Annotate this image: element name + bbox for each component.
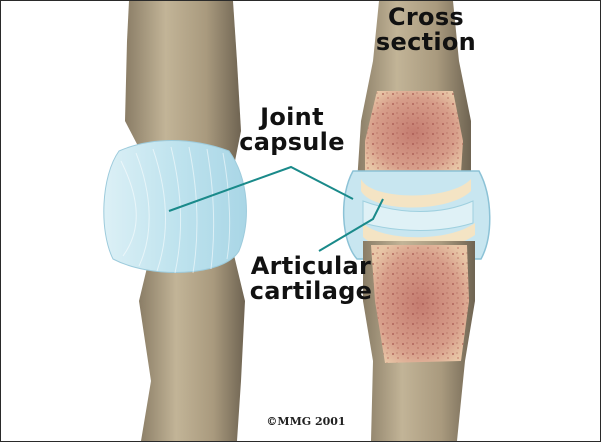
cross-section-label: Cross section <box>361 5 491 55</box>
left-lower-bone <box>139 251 245 441</box>
copyright-notice: ©MMG 2001 <box>241 415 371 428</box>
left-joint-exterior <box>104 1 247 441</box>
articular-cartilage-label: Articular cartilage <box>241 254 381 304</box>
joint-capsule-label: Joint capsule <box>233 105 351 155</box>
right-joint-cross-section <box>344 1 490 441</box>
